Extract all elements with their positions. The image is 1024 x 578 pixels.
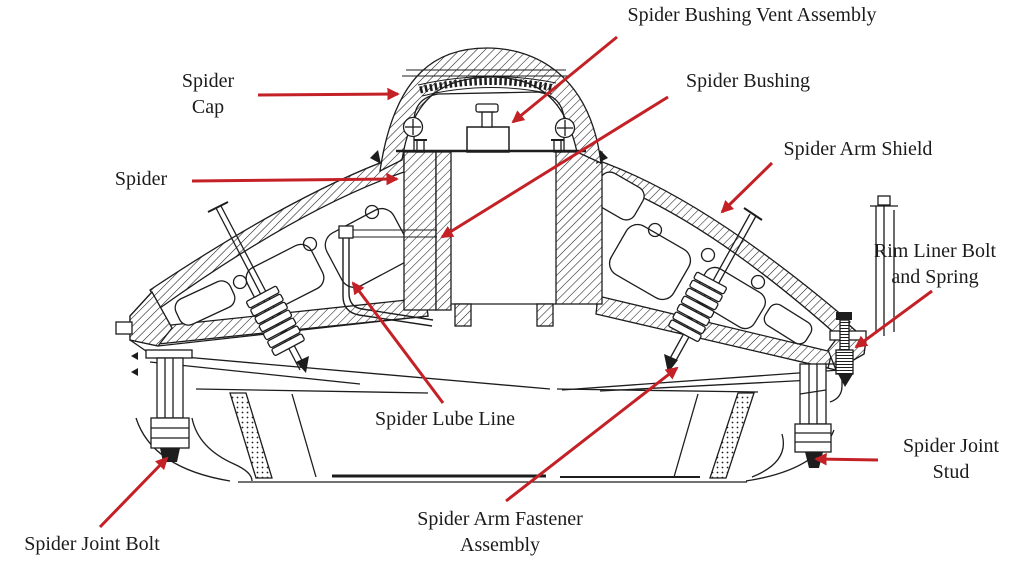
arrow-spider-bushing	[440, 95, 669, 239]
label-spider: Spider	[114, 168, 168, 190]
cap-bolt-right	[554, 117, 576, 139]
arrow-rim-liner-bolt-and-spring	[854, 289, 933, 349]
callout-arrows	[98, 35, 933, 529]
label-spider-bushing: Spider Bushing	[686, 70, 810, 92]
left-arm-spring	[246, 285, 305, 356]
spider-joint-stud-part	[751, 363, 843, 478]
arrow-spider-cap	[257, 87, 400, 101]
arrow-spider-lube-line	[351, 281, 445, 404]
spider-lube-line-part	[338, 225, 437, 327]
rim-liner-spring	[835, 349, 854, 375]
label-spider-cap: Spider Cap	[181, 70, 235, 118]
cap-bolt-left	[402, 116, 424, 138]
right-arm-pocket	[591, 171, 813, 345]
label-spider-joint-bolt: Spider Joint Bolt	[24, 533, 160, 555]
arrow-spider-bushing-vent-assembly	[511, 35, 618, 124]
spider-hub	[370, 139, 608, 327]
rim-liner-bolt-part	[829, 195, 898, 387]
label-spider-arm-shield: Spider Arm Shield	[783, 138, 933, 160]
arrow-spider	[191, 172, 399, 186]
right-spider-arm	[577, 153, 867, 373]
arrow-spider-arm-fastener-assembly	[505, 366, 679, 503]
spider-cap-dome	[379, 47, 602, 173]
bowl-rim	[135, 353, 841, 483]
label-spider-lube-line: Spider Lube Line	[375, 408, 515, 430]
spider-joint-bolt-part	[129, 339, 253, 482]
spider-bushing-vent-assembly-part	[466, 103, 510, 153]
arrow-spider-arm-shield	[720, 161, 774, 214]
right-arm-spring	[668, 271, 727, 342]
label-spider-joint-stud: Spider Joint Stud	[902, 435, 1000, 483]
arrow-spider-joint-stud	[814, 452, 879, 466]
label-spider-arm-fastener-assembly: Spider Arm Fastener Assembly	[417, 508, 583, 556]
arrow-spider-joint-bolt	[98, 456, 169, 529]
label-rim-liner-bolt-and-spring: Rim Liner Bolt and Spring	[873, 240, 997, 288]
label-spider-bushing-vent-assembly: Spider Bushing Vent Assembly	[627, 4, 877, 26]
left-spider-arm	[115, 153, 429, 373]
spider-bushing-sleeve	[435, 151, 452, 311]
